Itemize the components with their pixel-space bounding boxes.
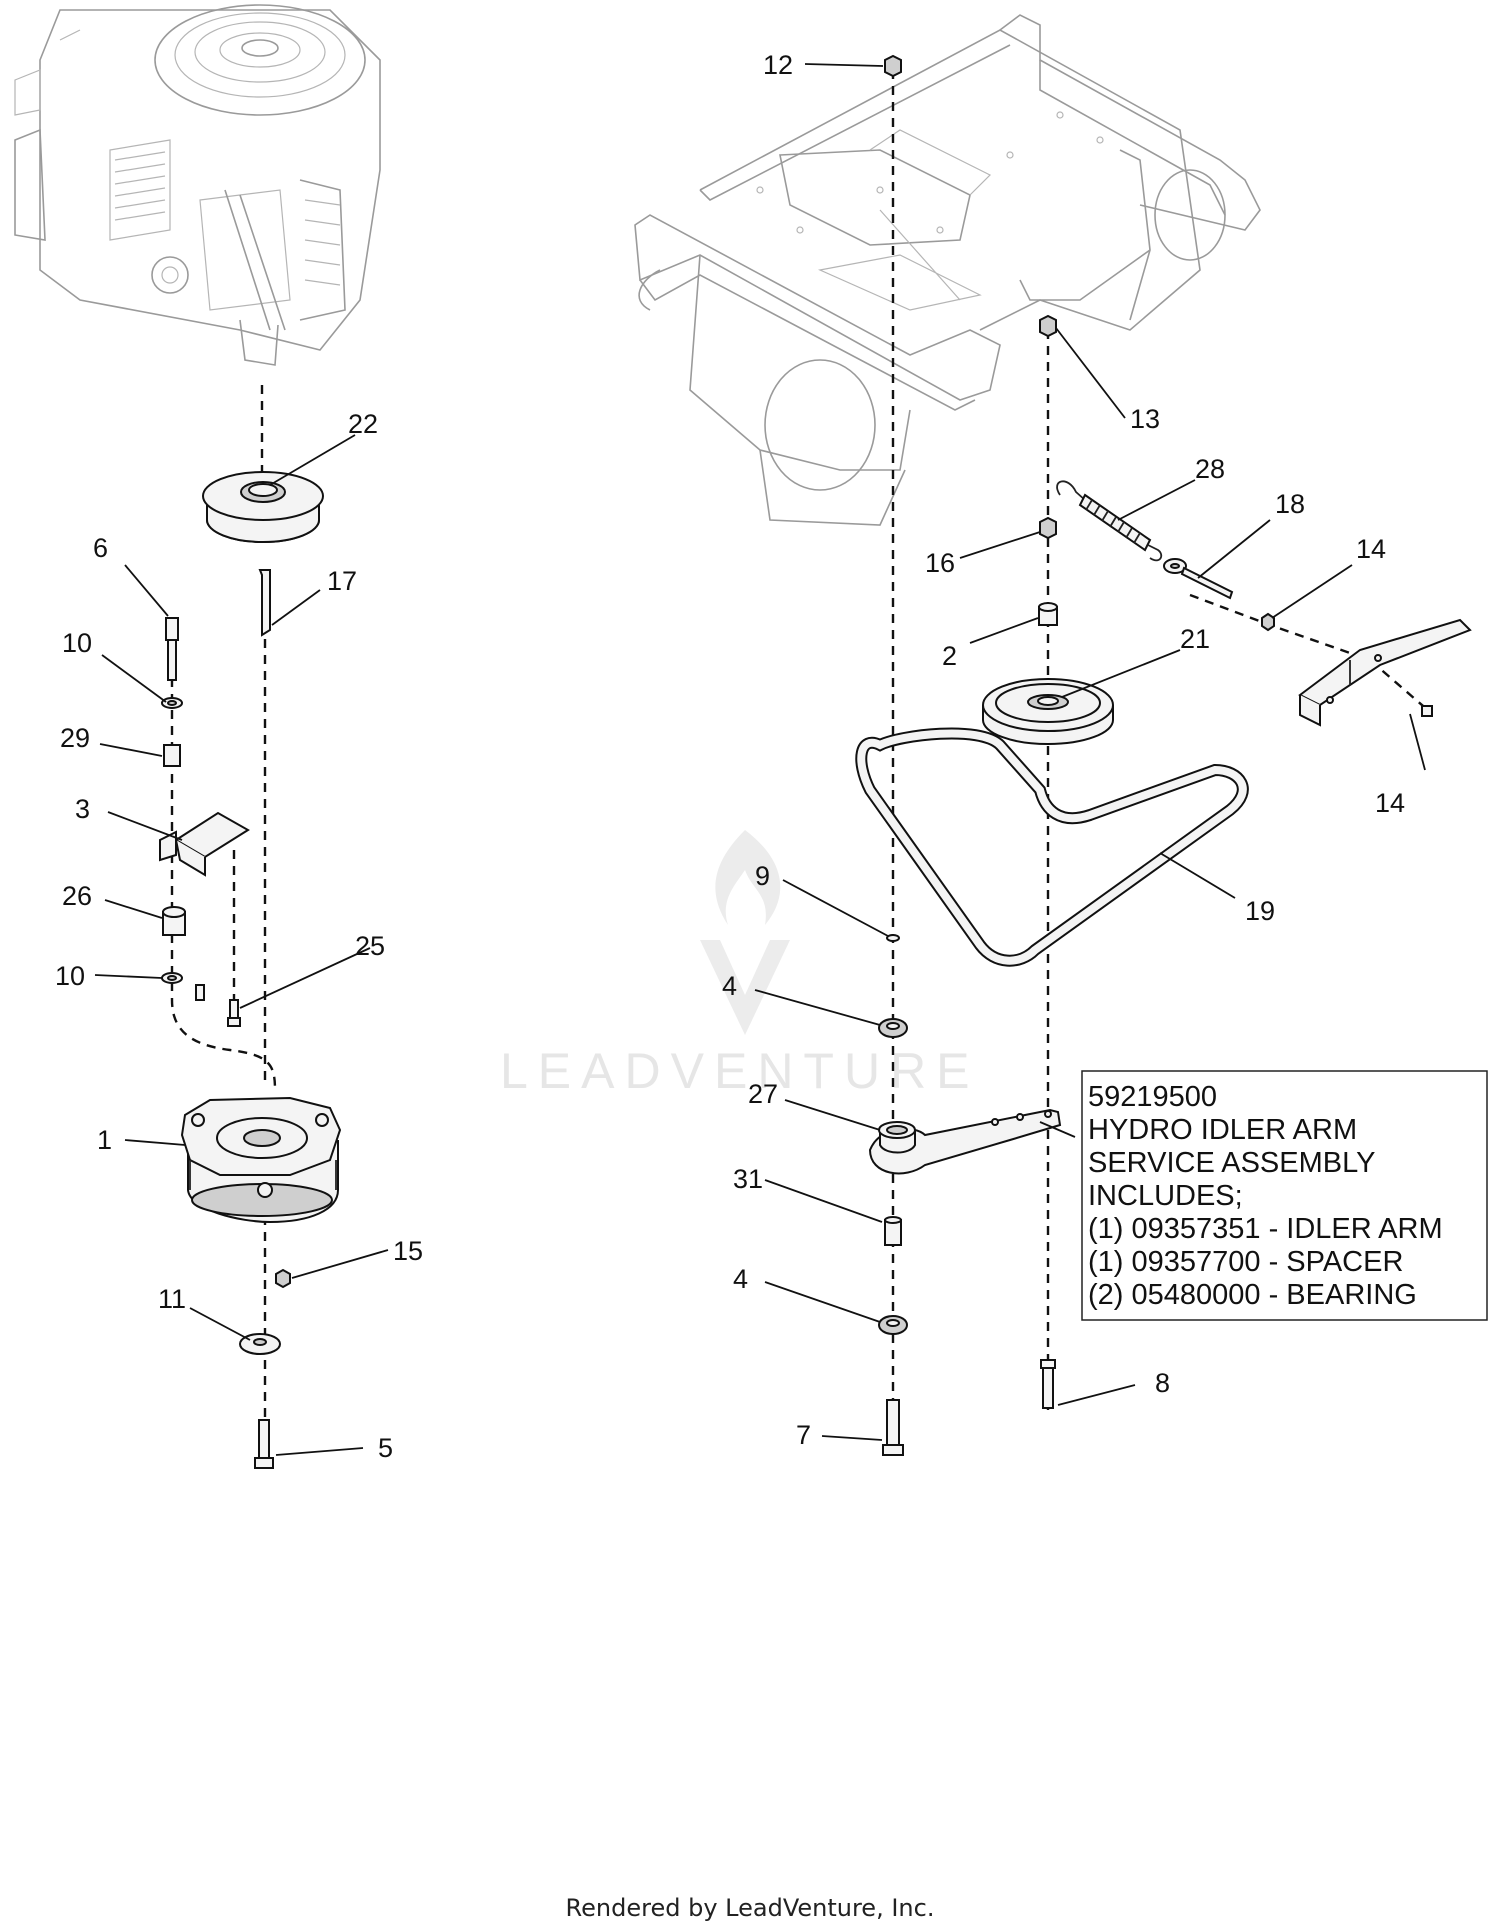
callout-2: 2 [942,641,957,671]
callout-19: 19 [1245,896,1275,926]
part-bearing-4a [878,1018,908,1038]
assembly-line-4: INCLUDES; [1088,1180,1243,1212]
part-key-17 [258,569,271,637]
callout-10-upper: 10 [62,628,92,658]
part-washer-10a [161,697,183,709]
assembly-line-7: (2) 05480000 - BEARING [1088,1279,1417,1311]
part-spacer-26 [162,906,186,936]
part-washer-9 [886,934,900,942]
part-bolt-8 [1040,1359,1056,1409]
assembly-line-5: (1) 09357351 - IDLER ARM [1088,1213,1443,1245]
part-idler-arm-27 [868,1108,1062,1175]
assembly-part-number: 59219500 [1088,1081,1217,1113]
footer-credit: Rendered by LeadVenture, Inc. [566,1894,935,1922]
part-spring-28 [1056,480,1163,562]
part-bolt-6 [165,617,179,681]
callout-5: 5 [378,1433,393,1463]
part-washer-10b [161,972,183,984]
part-nut-12 [884,54,902,78]
assembly-line-6: (1) 09357700 - SPACER [1088,1246,1403,1278]
assembly-info-box: 59219500 HYDRO IDLER ARM SERVICE ASSEMBL… [1081,1070,1488,1321]
assembly-line-3: SERVICE ASSEMBLY [1088,1147,1375,1179]
callout-28: 28 [1195,454,1225,484]
part-pulley-22 [202,471,324,543]
callout-8: 8 [1155,1368,1170,1398]
part-nut-15 [275,1268,291,1289]
frame-illustration [634,14,1261,526]
callout-21: 21 [1180,624,1210,654]
callout-15: 15 [393,1236,423,1266]
callout-4-lower: 4 [733,1264,748,1294]
engine-illustration [14,4,381,366]
callout-9: 9 [755,861,770,891]
callout-17: 17 [327,566,357,596]
part-clutch-1 [180,1096,342,1224]
callout-18: 18 [1275,489,1305,519]
callout-3: 3 [75,794,90,824]
callout-12: 12 [763,50,793,80]
watermark-flame-icon [715,830,781,925]
leader-lines [94,63,1426,1456]
callout-31: 31 [733,1164,763,1194]
callout-4-upper: 4 [722,971,737,1001]
part-nut-14a [1261,612,1275,632]
part-nut-13 [1039,314,1057,338]
callout-29: 29 [60,723,90,753]
callout-14-lower: 14 [1375,788,1405,818]
part-nut-16 [1039,516,1057,540]
callout-11: 11 [158,1284,186,1314]
callout-27: 27 [748,1079,778,1109]
part-belt-19 [855,727,1249,967]
part-spacer-2 [1038,602,1058,626]
part-bolt-5 [254,1419,274,1469]
part-bearing-4b [878,1315,908,1335]
assembly-line-2: HYDRO IDLER ARM [1088,1114,1357,1146]
callout-16: 16 [925,548,955,578]
callout-26: 26 [62,881,92,911]
part-bracket-3 [159,811,250,877]
part-bolt-14b [1421,705,1433,717]
assembly-box-frame [1081,1070,1488,1321]
callout-25: 25 [355,931,385,961]
part-bolt-7 [882,1399,904,1456]
watermark-v-icon [700,940,790,1035]
part-bolt-25 [195,984,241,1027]
callout-7: 7 [796,1420,811,1450]
part-spacer-31 [884,1216,902,1246]
part-eyebolt-18 [1163,558,1234,600]
part-mount-bracket [1298,618,1472,727]
watermark-text: LEADVENTURE [500,1043,980,1099]
callout-1: 1 [97,1125,112,1155]
callout-14-upper: 14 [1356,534,1386,564]
callout-6: 6 [93,533,108,563]
callout-numbers: 12 22 13 28 18 6 17 16 14 10 2 21 29 14 … [55,50,1405,1463]
part-spacer-29 [163,744,181,767]
part-pulley-21 [982,678,1114,745]
callout-13: 13 [1130,404,1160,434]
callout-10-lower: 10 [55,961,85,991]
callout-22: 22 [348,409,378,439]
watermark: LEADVENTURE [500,830,980,1099]
